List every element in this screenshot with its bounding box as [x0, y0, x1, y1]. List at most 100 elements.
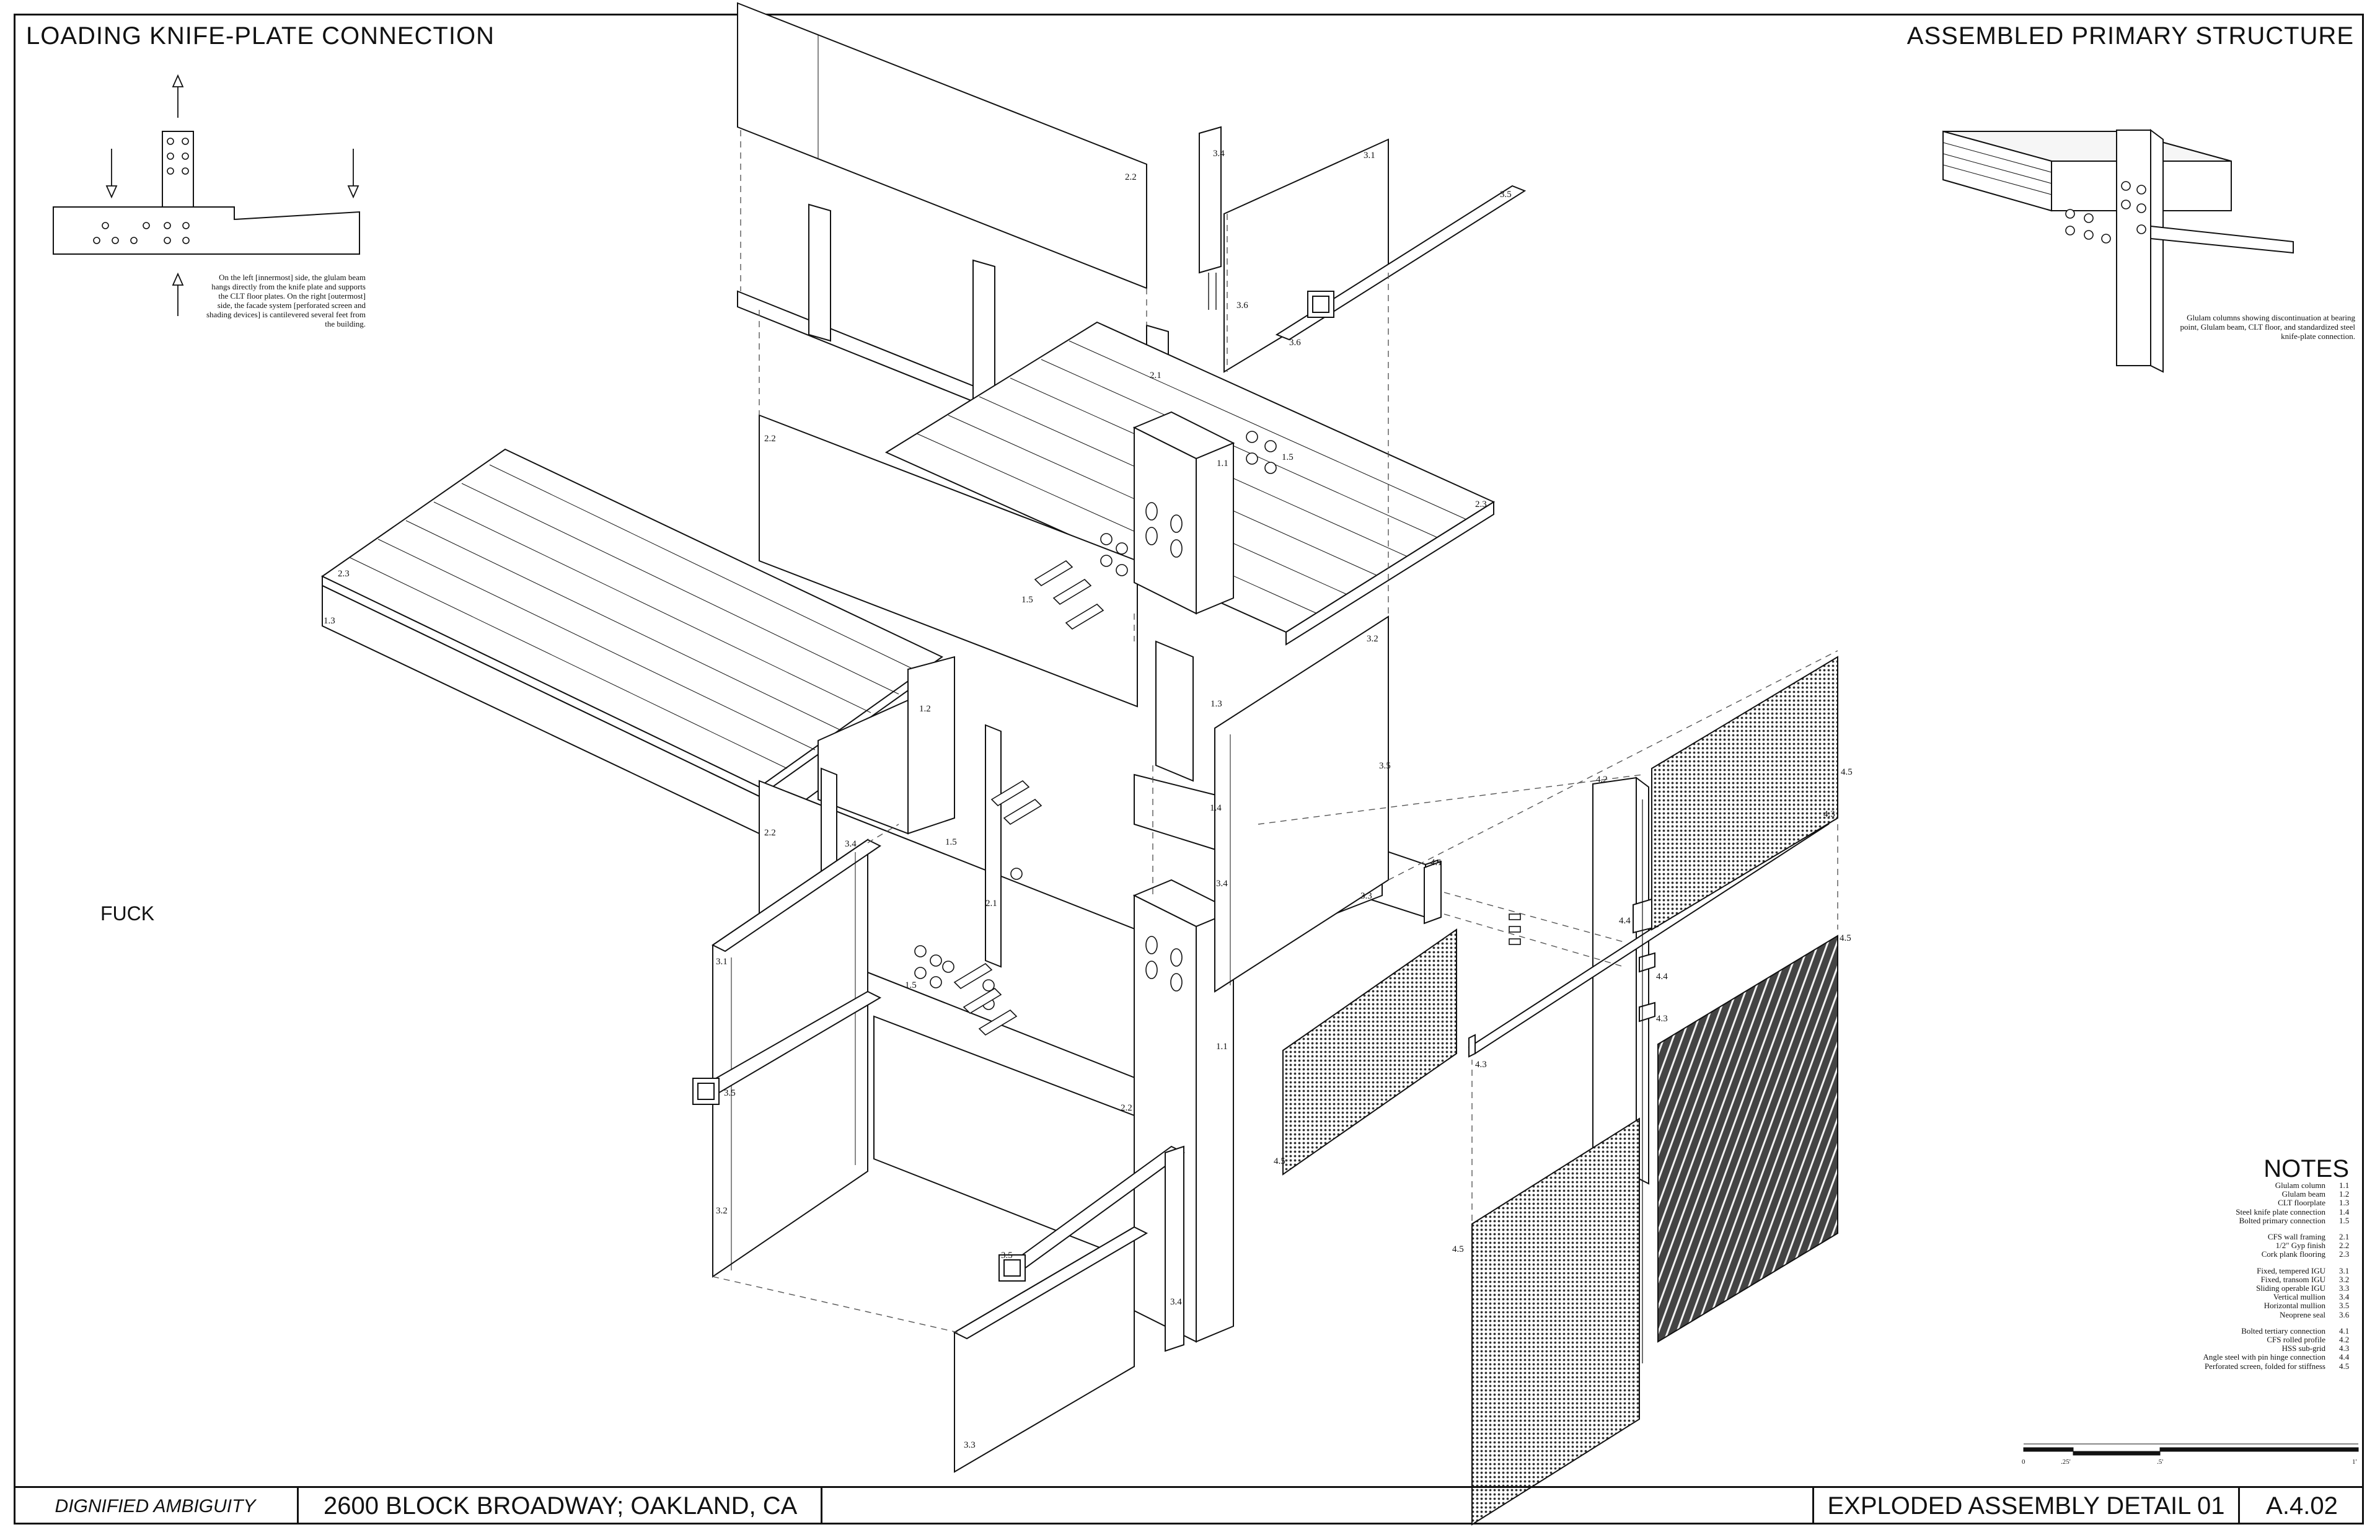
- assembled-knife-plate: [2150, 225, 2294, 254]
- glazing-upper-right: [1223, 138, 1389, 373]
- cfs-rolled-profile: [1592, 777, 1637, 1185]
- note-number: 1.3: [2339, 1198, 2350, 1208]
- firm-name: DIGNIFIED AMBIGUITY: [14, 1488, 299, 1525]
- note-label: CLT floorplate: [2278, 1198, 2325, 1208]
- callout-1-5-b: 1.5: [1021, 595, 1033, 605]
- note-number: 2.2: [2339, 1241, 2350, 1251]
- note-label: Vertical mullion: [2273, 1292, 2325, 1302]
- note-label: CFS wall framing: [2267, 1232, 2325, 1242]
- note-label: Fixed, transom IGU: [2260, 1274, 2325, 1284]
- notes-title: NOTES: [2263, 1155, 2349, 1182]
- vertical-mullion-upper: [1199, 126, 1222, 274]
- knife-plate-title: LOADING KNIFE-PLATE CONNECTION: [26, 22, 495, 50]
- assembled-structure-diagram: [1942, 129, 2294, 373]
- callout-1-5-c: 1.5: [945, 837, 957, 847]
- callout-4-3-a: 4.3: [1823, 809, 1835, 819]
- note-label: Glulam column: [2275, 1181, 2325, 1190]
- callout-4-5-d: 4.5: [1452, 1244, 1464, 1254]
- callout-4-4-a: 4.4: [1619, 916, 1631, 926]
- note-number: 1.4: [2339, 1207, 2350, 1217]
- callout-4-2: 4.2: [1596, 775, 1608, 785]
- callout-1-2: 1.2: [919, 704, 931, 714]
- glazing-right: [1214, 615, 1389, 993]
- note-label: Fixed, tempered IGU: [2257, 1265, 2325, 1275]
- note-label: Glulam beam: [2281, 1189, 2325, 1199]
- callout-2-2-top: 2.2: [1125, 172, 1137, 182]
- note-label: Neoprene seal: [2280, 1309, 2325, 1319]
- callout-4-5-a: 4.5: [1841, 767, 1853, 777]
- callout-4-5-b: 4.5: [1840, 933, 1851, 943]
- bolt-set: [914, 431, 1277, 1010]
- gyp-panel-middle: [759, 414, 1138, 708]
- callout-3-2-right: 3.2: [1367, 634, 1378, 644]
- glulam-beam-section: [53, 206, 360, 255]
- sheet-title: EXPLODED ASSEMBLY DETAIL 01: [1812, 1488, 2240, 1525]
- callout-3-1-left: 3.1: [716, 957, 728, 967]
- callout-3-5-top: 3.5: [1500, 190, 1512, 200]
- scale-tick-one: 1': [2352, 1458, 2357, 1466]
- bolt-holes: [93, 138, 190, 244]
- callout-4-4-b: 4.4: [1656, 972, 1668, 982]
- assembled-column: [2116, 130, 2151, 366]
- callout-1-1-lower: 1.1: [1216, 1042, 1228, 1052]
- note-label: CFS rolled profile: [2267, 1335, 2325, 1345]
- vertical-mullion-lower: [1165, 1145, 1184, 1352]
- note-label: Bolted primary connection: [2239, 1215, 2325, 1225]
- perforated-screen-top-right: [1651, 656, 1838, 931]
- callout-4-5-c: 4.5: [1274, 1156, 1285, 1166]
- assembled-structure-title: ASSEMBLED PRIMARY STRUCTURE: [1906, 22, 2354, 50]
- callout-2-1-top: 2.1: [1150, 371, 1161, 381]
- callout-1-3: 1.3: [1210, 699, 1222, 709]
- callout-2-3-left: 2.3: [338, 569, 350, 579]
- callout-2-3-right: 2.3: [1475, 499, 1487, 509]
- cfs-stud-lower: [985, 724, 1002, 968]
- callout-4-3-b: 4.3: [1656, 1014, 1668, 1024]
- callout-4-3-c: 4.3: [1475, 1060, 1487, 1070]
- callout-1-4: 1.4: [1210, 803, 1222, 813]
- load-arrows: [105, 74, 359, 316]
- callout-1-1-top: 1.1: [1217, 459, 1228, 469]
- explosion-guides: [712, 130, 1838, 1333]
- callout-3-4-top: 3.4: [1213, 149, 1225, 159]
- callout-1-5-d: 1.5: [905, 980, 917, 990]
- callout-2-2-mid: 2.2: [764, 434, 776, 444]
- note-number: 4.5: [2339, 1361, 2350, 1371]
- bolt-shafts: [953, 560, 1104, 1036]
- note-number: 4.1: [2339, 1326, 2350, 1335]
- callout-3-3-mid: 3.3: [1360, 891, 1372, 901]
- knife-plate-caption: On the left [innermost] side, the glulam…: [206, 273, 366, 328]
- note-label: 1/2" Gyp finish: [2275, 1241, 2325, 1251]
- callout-3-4-mid: 3.4: [1216, 879, 1228, 889]
- bolted-tertiary-plate: [1424, 860, 1442, 925]
- note-number: 3.2: [2339, 1274, 2350, 1284]
- note-row: Bolted primary connection 1.5: [2090, 1215, 2350, 1225]
- gyp-panel-upper: [737, 2, 1147, 289]
- steel-knife-plate-1-3: [1155, 640, 1194, 782]
- glazing-sliding-igu: [954, 1226, 1135, 1473]
- callout-3-4-lower: 3.4: [1170, 1297, 1182, 1307]
- scale-tick-half: .5': [2157, 1458, 2163, 1466]
- perforated-screen-bottom: [1471, 1117, 1640, 1526]
- project-address: 2600 BLOCK BROADWAY; OAKLAND, CA: [299, 1488, 822, 1525]
- note-number: 1.5: [2339, 1215, 2350, 1225]
- perforated-screen-small: [1282, 928, 1457, 1176]
- note-label: Horizontal mullion: [2263, 1301, 2325, 1311]
- note-label: Cork plank flooring: [2261, 1249, 2325, 1259]
- sheet-number: A.4.02: [2266, 1492, 2338, 1520]
- note-label: Steel knife plate connection: [2236, 1207, 2325, 1217]
- glulam-beam: [907, 656, 955, 835]
